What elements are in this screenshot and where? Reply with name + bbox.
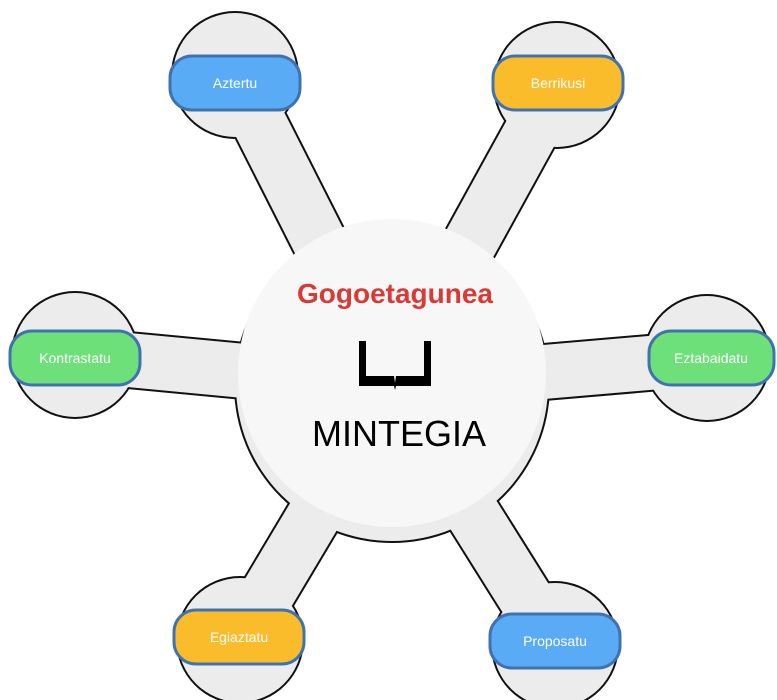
node-proposatu[interactable]: Proposatu [488,612,622,670]
center-title: Gogoetagunea [297,278,493,309]
pill-kontrastatu[interactable] [8,329,142,387]
pill-egiaztatu[interactable] [172,608,306,666]
node-aztertu[interactable]: Aztertu [168,54,302,112]
pill-aztertu[interactable] [168,54,302,112]
node-label-egiaztatu: Egiaztatu [210,629,268,645]
node-label-eztabaidatu: Eztabaidatu [674,350,748,366]
pill-eztabaidatu[interactable] [647,329,776,387]
node-kontrastatu[interactable]: Kontrastatu [8,329,142,387]
center-subtitle: MINTEGIA [312,413,486,454]
node-label-aztertu: Aztertu [213,75,257,91]
node-berrikusi[interactable]: Berrikusi [491,54,625,112]
node-label-berrikusi: Berrikusi [531,75,585,91]
node-egiaztatu[interactable]: Egiaztatu [172,608,306,666]
pill-proposatu[interactable] [488,612,622,670]
pill-berrikusi[interactable] [491,54,625,112]
node-eztabaidatu[interactable]: Eztabaidatu [647,329,776,387]
node-label-proposatu: Proposatu [523,633,587,649]
open-book-icon [359,341,431,390]
center-disc [238,219,546,527]
node-label-kontrastatu: Kontrastatu [39,350,111,366]
